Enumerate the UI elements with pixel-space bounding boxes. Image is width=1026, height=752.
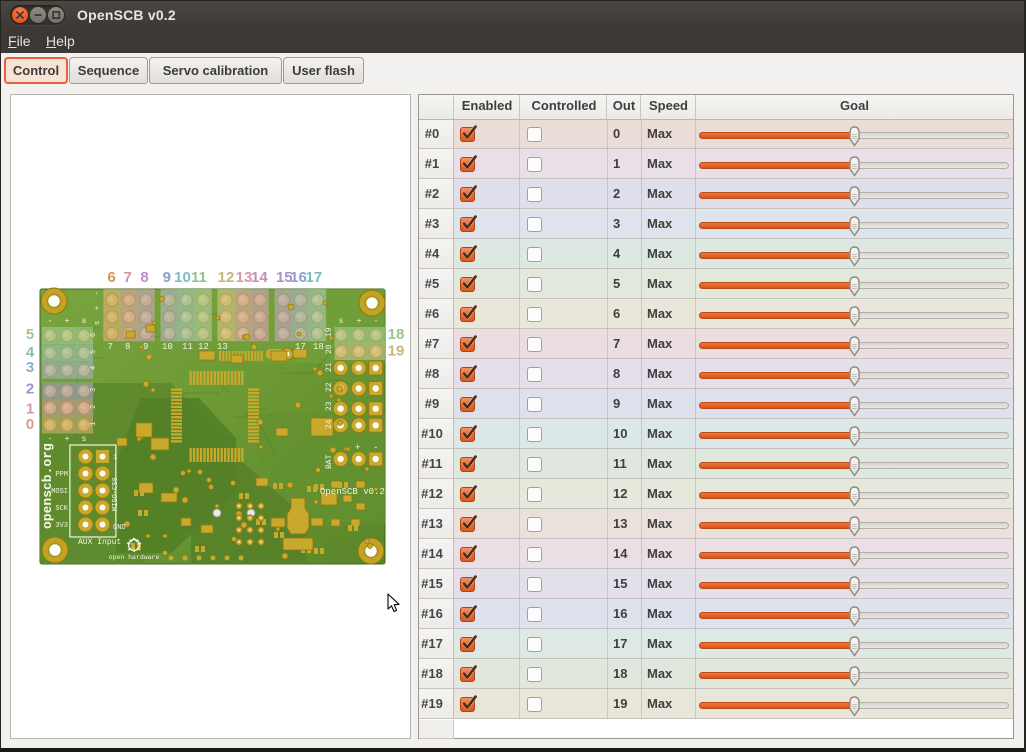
svg-text:4: 4 — [26, 344, 35, 361]
svg-text:BAT: BAT — [325, 454, 334, 469]
svg-text:16: 16 — [290, 269, 307, 286]
svg-text:19: 19 — [388, 343, 405, 360]
svg-text:s: s — [82, 317, 87, 326]
svg-text:s: s — [94, 321, 102, 325]
svg-text:open hardware: open hardware — [109, 554, 160, 561]
svg-text:5: 5 — [26, 326, 34, 343]
svg-text:9: 9 — [143, 342, 148, 352]
svg-text:3: 3 — [26, 359, 34, 376]
svg-text:3: 3 — [90, 388, 98, 392]
svg-text:2: 2 — [26, 381, 34, 398]
svg-text:-: - — [94, 291, 102, 295]
svg-text:+: + — [65, 317, 70, 326]
svg-text:18: 18 — [313, 342, 324, 352]
svg-text:4: 4 — [90, 366, 98, 370]
svg-text:11: 11 — [191, 269, 207, 286]
svg-text:1: 1 — [113, 454, 117, 462]
svg-text:9: 9 — [163, 269, 171, 286]
svg-text:+: + — [65, 435, 70, 444]
svg-text:12: 12 — [198, 342, 209, 352]
svg-text:AUX Input: AUX Input — [78, 538, 121, 547]
svg-text:MISO-CS0: MISO-CS0 — [112, 477, 120, 511]
svg-text:openscb.org: openscb.org — [40, 443, 55, 529]
svg-text:+: + — [94, 306, 102, 310]
svg-text:GND: GND — [113, 524, 126, 532]
svg-text:MOSI: MOSI — [51, 488, 68, 496]
svg-text:14: 14 — [251, 269, 268, 286]
svg-text:18: 18 — [388, 326, 405, 343]
svg-text:2: 2 — [90, 405, 98, 409]
svg-text:10: 10 — [174, 269, 191, 286]
svg-text:23: 23 — [325, 401, 334, 411]
svg-text:12: 12 — [218, 269, 235, 286]
svg-text:5: 5 — [90, 350, 98, 354]
svg-text:1: 1 — [26, 401, 34, 418]
svg-text:6: 6 — [107, 269, 115, 286]
svg-text:15: 15 — [276, 269, 293, 286]
svg-text:OpenSCB v0.2: OpenSCB v0.2 — [320, 487, 385, 497]
svg-text:+: + — [355, 443, 360, 453]
svg-text:20: 20 — [325, 344, 334, 354]
svg-text:17: 17 — [306, 269, 323, 286]
svg-text:1: 1 — [90, 422, 98, 426]
svg-text:8: 8 — [140, 269, 148, 286]
svg-text:0: 0 — [26, 416, 34, 433]
svg-text:s: s — [339, 317, 344, 326]
svg-text:3V3: 3V3 — [55, 522, 68, 530]
svg-text:7: 7 — [108, 342, 113, 352]
svg-text:8: 8 — [125, 342, 130, 352]
svg-text:21: 21 — [325, 362, 334, 372]
svg-text:19: 19 — [325, 327, 334, 337]
svg-text:s: s — [82, 435, 87, 444]
svg-text:+: + — [357, 317, 362, 326]
svg-text:-: - — [48, 317, 53, 326]
svg-text:10: 10 — [162, 342, 173, 352]
svg-text:6: 6 — [90, 333, 98, 337]
svg-text:11: 11 — [182, 342, 193, 352]
svg-text:13: 13 — [236, 269, 253, 286]
svg-text:13: 13 — [217, 342, 228, 352]
svg-text:24: 24 — [325, 419, 334, 429]
svg-text:17: 17 — [295, 342, 306, 352]
svg-text:-: - — [48, 435, 53, 444]
svg-text:22: 22 — [325, 382, 334, 392]
svg-text:PPM: PPM — [55, 471, 68, 479]
svg-text:SCK: SCK — [55, 505, 68, 513]
svg-text:-: - — [374, 317, 379, 326]
svg-text:7: 7 — [124, 269, 132, 286]
svg-text:-: - — [373, 443, 378, 453]
